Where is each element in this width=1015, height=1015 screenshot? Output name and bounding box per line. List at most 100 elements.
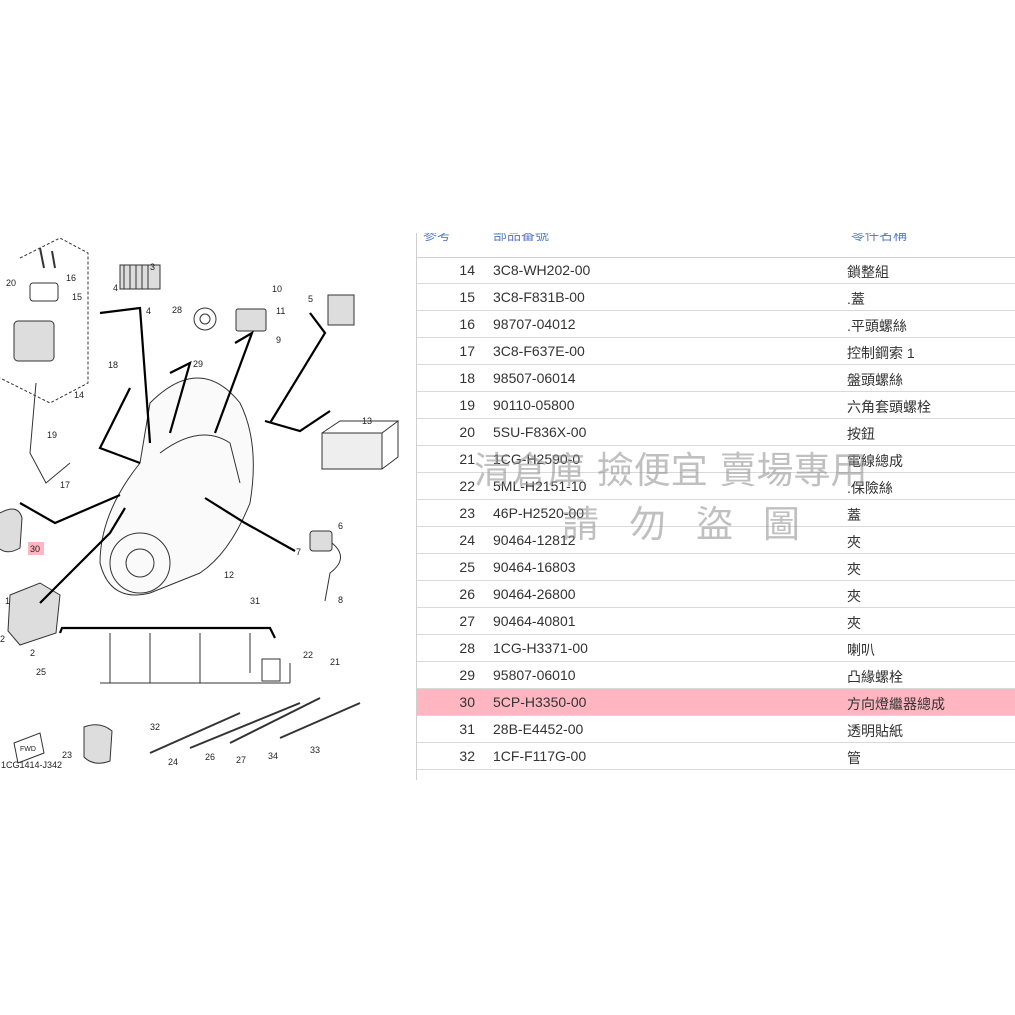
row-name: .蓋: [847, 291, 865, 307]
svg-text:1: 1: [5, 596, 10, 606]
svg-text:19: 19: [47, 430, 57, 440]
row-ref: 23: [459, 505, 475, 521]
svg-text:24: 24: [168, 757, 178, 767]
row-ref: 32: [459, 748, 475, 764]
row-ref: 21: [459, 451, 475, 467]
row-part-no: 5ML-H2151-10: [493, 478, 587, 494]
table-row[interactable]: 23 46P-H2520-00 蓋: [417, 500, 1015, 527]
svg-text:28: 28: [172, 305, 182, 315]
table-header: 參考 部品番號 零件名稱: [417, 233, 1015, 258]
svg-text:20: 20: [6, 278, 16, 288]
row-name: 夾: [847, 615, 861, 631]
row-part-no: 1CG-H2590-0: [493, 451, 581, 467]
control-cable: [29, 382, 71, 484]
row-name: 盤頭螺絲: [847, 372, 903, 388]
turn-signal-relay: [0, 508, 23, 553]
rectifier: [119, 264, 161, 290]
row-ref: 30: [459, 694, 475, 710]
table-row[interactable]: 15 3C8-F831B-00 .蓋: [417, 284, 1015, 311]
battery: [321, 432, 383, 470]
row-name: 蓋: [847, 507, 861, 523]
svg-text:15: 15: [72, 292, 82, 302]
svg-text:25: 25: [36, 667, 46, 677]
svg-text:18: 18: [108, 360, 118, 370]
row-ref: 15: [459, 289, 475, 305]
row-part-no: 5CP-H3350-00: [493, 694, 587, 710]
row-ref: 18: [459, 370, 475, 386]
fwd-label: FWD: [20, 746, 36, 753]
table-row[interactable]: 17 3C8-F637E-00 控制鋼索 1: [417, 338, 1015, 365]
table-row[interactable]: 18 98507-06014 盤頭螺絲: [417, 365, 1015, 392]
svg-text:34: 34: [268, 751, 278, 761]
table-row[interactable]: 24 90464-12812 夾: [417, 527, 1015, 554]
svg-text:22: 22: [303, 650, 313, 660]
svg-text:7: 7: [296, 547, 301, 557]
svg-text:11: 11: [276, 306, 285, 316]
row-name: 鎖整組: [847, 264, 889, 280]
row-ref: 26: [459, 586, 475, 602]
svg-text:4: 4: [146, 306, 151, 316]
svg-text:33: 33: [310, 745, 320, 755]
svg-text:32: 32: [150, 722, 160, 732]
header-ref: 參考: [423, 233, 451, 243]
svg-text:21: 21: [330, 657, 340, 667]
relay: [235, 308, 267, 332]
harness-cover: [83, 724, 113, 764]
row-part-no: 95807-06010: [493, 667, 576, 683]
svg-text:14: 14: [74, 390, 84, 400]
row-part-no: 90110-05800: [493, 397, 575, 413]
row-part-no: 3C8-F831B-00: [493, 289, 585, 305]
row-name: 夾: [847, 561, 861, 577]
row-ref: 27: [459, 613, 475, 629]
row-ref: 24: [459, 532, 475, 548]
svg-text:9: 9: [276, 335, 281, 345]
row-ref: 16: [459, 316, 475, 332]
highlight-callout-bg: [28, 542, 44, 555]
ignition-coil: [309, 530, 333, 552]
row-name: 透明貼紙: [847, 723, 903, 739]
row-name: 電線總成: [847, 453, 903, 469]
table-row[interactable]: 16 98707-04012 .平頭螺絲: [417, 311, 1015, 338]
row-ref: 28: [459, 640, 475, 656]
key-icon: [39, 247, 56, 269]
main-switch: [13, 320, 55, 362]
row-part-no: 46P-H2520-00: [493, 505, 585, 521]
row-part-no: 3C8-F637E-00: [493, 343, 585, 359]
wire-harness: [100, 633, 291, 684]
front-wheel: [109, 532, 171, 594]
row-ref: 17: [459, 343, 475, 359]
svg-text:5: 5: [308, 294, 313, 304]
row-part-no: 90464-12812: [493, 532, 576, 548]
row-ref: 14: [459, 262, 475, 278]
table-row[interactable]: 21 1CG-H2590-0 電線總成: [417, 446, 1015, 473]
svg-text:17: 17: [60, 480, 70, 490]
svg-text:6: 6: [338, 521, 343, 531]
row-ref: 22: [459, 478, 475, 494]
row-name: 夾: [847, 534, 861, 550]
row-name: .平頭螺絲: [847, 318, 907, 334]
svg-text:2: 2: [0, 634, 5, 644]
svg-text:4: 4: [113, 283, 118, 293]
row-ref: 20: [459, 424, 475, 440]
svg-text:8: 8: [338, 595, 343, 605]
row-ref: 31: [459, 721, 475, 737]
row-part-no: 98507-06014: [493, 370, 576, 386]
svg-text:12: 12: [224, 570, 234, 580]
row-name: 控制鋼索 1: [847, 345, 915, 361]
table-row[interactable]: 27 90464-40801 夾: [417, 608, 1015, 635]
row-part-no: 90464-40801: [493, 613, 576, 629]
row-part-no: 98707-04012: [493, 316, 576, 332]
